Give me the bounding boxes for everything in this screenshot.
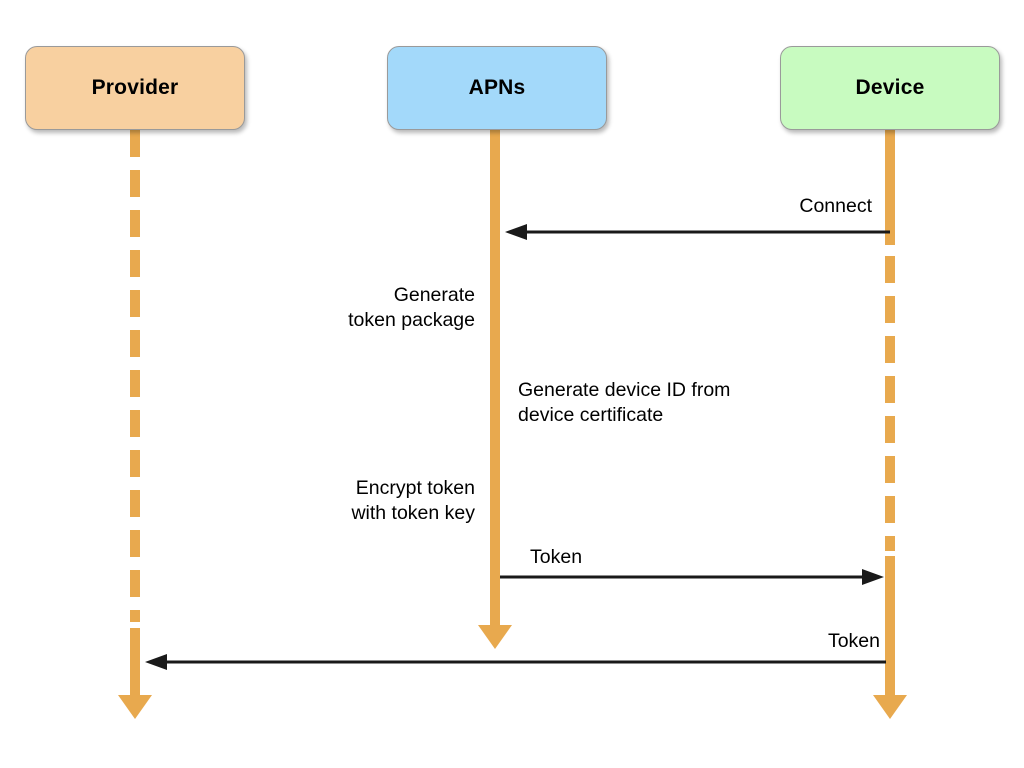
participant-label-apns: APNs: [468, 76, 526, 99]
apns-lifeline-solid-segment: [490, 130, 500, 627]
device-lifeline-dash: [885, 336, 895, 363]
participant-box-apns[interactable]: APNs: [387, 46, 607, 130]
message-label-connect: Connect: [799, 195, 872, 217]
message-arrow-connect[interactable]: [505, 224, 890, 240]
provider-lifeline-dash: [130, 170, 140, 197]
provider-lifeline-dash: [130, 410, 140, 437]
provider-lifeline-dash: [130, 330, 140, 357]
device-lifeline-dash: [885, 256, 895, 283]
message-arrowhead-token-to-device: [862, 569, 884, 585]
message-arrowhead-token-to-provider: [145, 654, 167, 670]
provider-lifeline-dash: [130, 490, 140, 517]
device-lifeline-dash: [885, 456, 895, 483]
provider-lifeline-dash: [130, 530, 140, 557]
participant-box-device[interactable]: Device: [780, 46, 1000, 130]
provider-lifeline-dash: [130, 570, 140, 597]
device-lifeline-dash: [885, 296, 895, 323]
provider-lifeline-dash: [130, 610, 140, 622]
message-arrow-token-to-provider[interactable]: [145, 654, 886, 670]
message-arrow-token-to-device[interactable]: [500, 569, 884, 585]
note-encrypt-token: Encrypt token with token key: [351, 477, 475, 524]
device-lifeline-dash: [885, 536, 895, 551]
provider-lifeline-dash: [130, 210, 140, 237]
provider-lifeline-dash: [130, 450, 140, 477]
device-lifeline-dash: [885, 416, 895, 443]
message-arrowhead-connect: [505, 224, 527, 240]
provider-lifeline-dash: [130, 250, 140, 277]
device-lifeline-dash: [885, 496, 895, 523]
message-label-token-to-provider: Token: [827, 630, 880, 652]
provider-lifeline-dash: [130, 290, 140, 317]
message-label-token-to-device: Token: [530, 546, 583, 568]
note-generate-device-id: Generate device ID from device certifica…: [518, 379, 731, 426]
device-lifeline-solid-segment: [885, 130, 895, 245]
provider-lifeline-dash: [130, 130, 140, 157]
provider-lifeline-dash: [130, 370, 140, 397]
device-lifeline-dash: [885, 376, 895, 403]
provider-lifeline-solid-segment: [130, 628, 140, 697]
device-lifeline-solid-segment: [885, 556, 895, 697]
participant-label-provider: Provider: [91, 76, 179, 99]
participant-box-provider[interactable]: Provider: [25, 46, 245, 130]
note-generate-token-package: Generate token package: [348, 284, 475, 331]
participant-label-device: Device: [855, 76, 925, 99]
